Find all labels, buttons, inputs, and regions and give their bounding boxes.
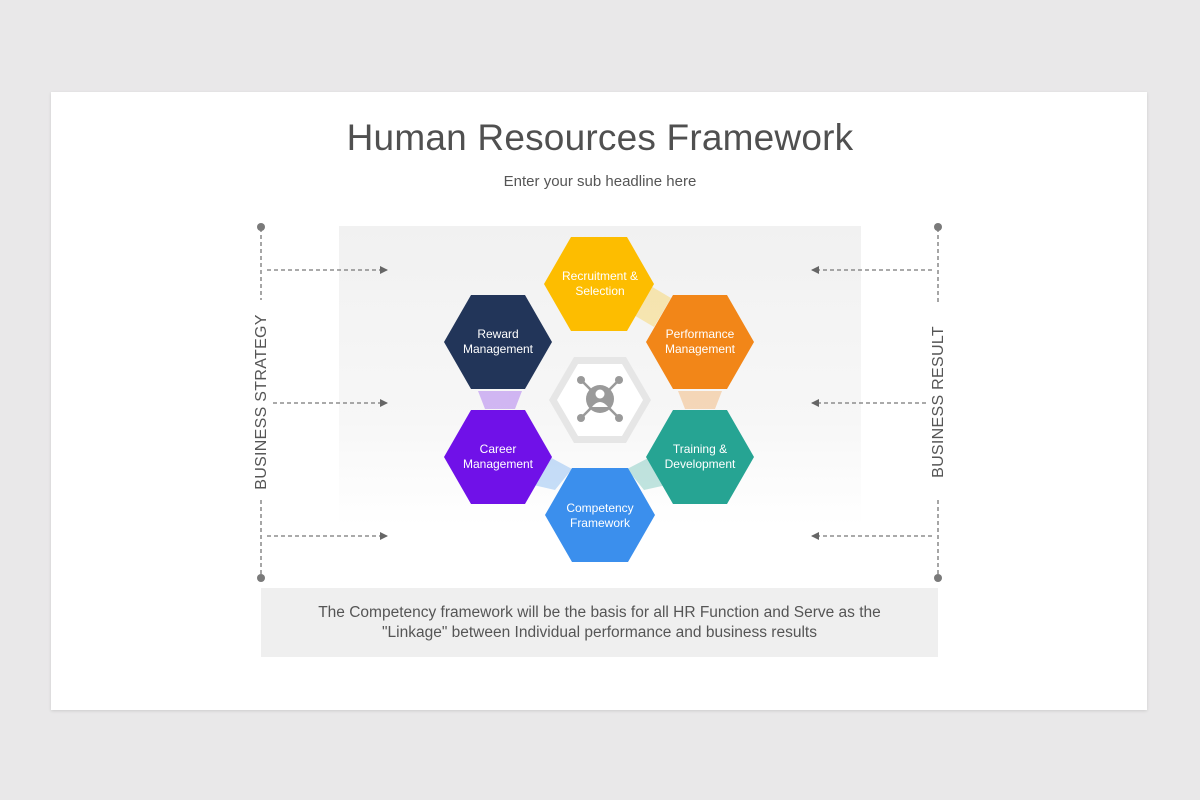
hexagon-reward-line1: Reward bbox=[477, 327, 518, 341]
right-bracket: BUSINESS RESULT bbox=[930, 223, 947, 582]
hexagon-performance-shape bbox=[646, 295, 754, 389]
left-bracket: BUSINESS STRATEGY bbox=[253, 223, 270, 582]
hexagon-recruitment-line1: Recruitment & bbox=[562, 269, 638, 283]
page-title: Human Resources Framework bbox=[346, 117, 854, 158]
hexagon-recruitment-line2: Selection bbox=[575, 284, 624, 298]
hexagon-training-shape bbox=[646, 410, 754, 504]
hexagon-performance-line1: Performance bbox=[666, 327, 735, 341]
connector-performance-training bbox=[678, 391, 722, 409]
business-result-label: BUSINESS RESULT bbox=[930, 326, 947, 478]
hexagon-recruitment-shape bbox=[544, 237, 654, 331]
hexagon-competency-shape bbox=[545, 468, 655, 562]
hexagon-career-shape bbox=[444, 410, 552, 504]
caption-line-2: "Linkage" between Individual performance… bbox=[382, 623, 817, 641]
hexagon-reward-management: Reward Management bbox=[444, 295, 552, 389]
hexagon-recruitment-selection: Recruitment & Selection bbox=[544, 237, 654, 331]
page-subtitle: Enter your sub headline here bbox=[503, 173, 697, 190]
center-hexagon bbox=[549, 357, 651, 443]
hexagon-training-line2: Development bbox=[665, 457, 736, 471]
hexagon-performance-line2: Management bbox=[665, 342, 736, 356]
caption-line-1: The Competency framework will be the bas… bbox=[318, 603, 881, 621]
hexagon-career-line1: Career bbox=[480, 442, 517, 456]
connector-competency-career bbox=[529, 455, 572, 490]
hexagon-training-development: Training & Development bbox=[646, 410, 754, 504]
business-strategy-label: BUSINESS STRATEGY bbox=[253, 314, 270, 490]
hexagon-career-management: Career Management bbox=[444, 410, 552, 504]
caption-box: The Competency framework will be the bas… bbox=[261, 588, 938, 657]
hexagon-competency-line1: Competency bbox=[566, 501, 633, 515]
person-network-icon bbox=[577, 376, 623, 422]
hexagon-career-line2: Management bbox=[463, 457, 534, 471]
connector-career-reward bbox=[478, 391, 522, 409]
hexagon-training-line1: Training & bbox=[673, 442, 727, 456]
hexagon-competency-line2: Framework bbox=[570, 516, 631, 530]
hexagon-reward-line2: Management bbox=[463, 342, 534, 356]
hexagon-competency-framework: Competency Framework bbox=[545, 468, 655, 562]
hexagon-performance-management: Performance Management bbox=[646, 295, 754, 389]
hexagon-reward-shape bbox=[444, 295, 552, 389]
